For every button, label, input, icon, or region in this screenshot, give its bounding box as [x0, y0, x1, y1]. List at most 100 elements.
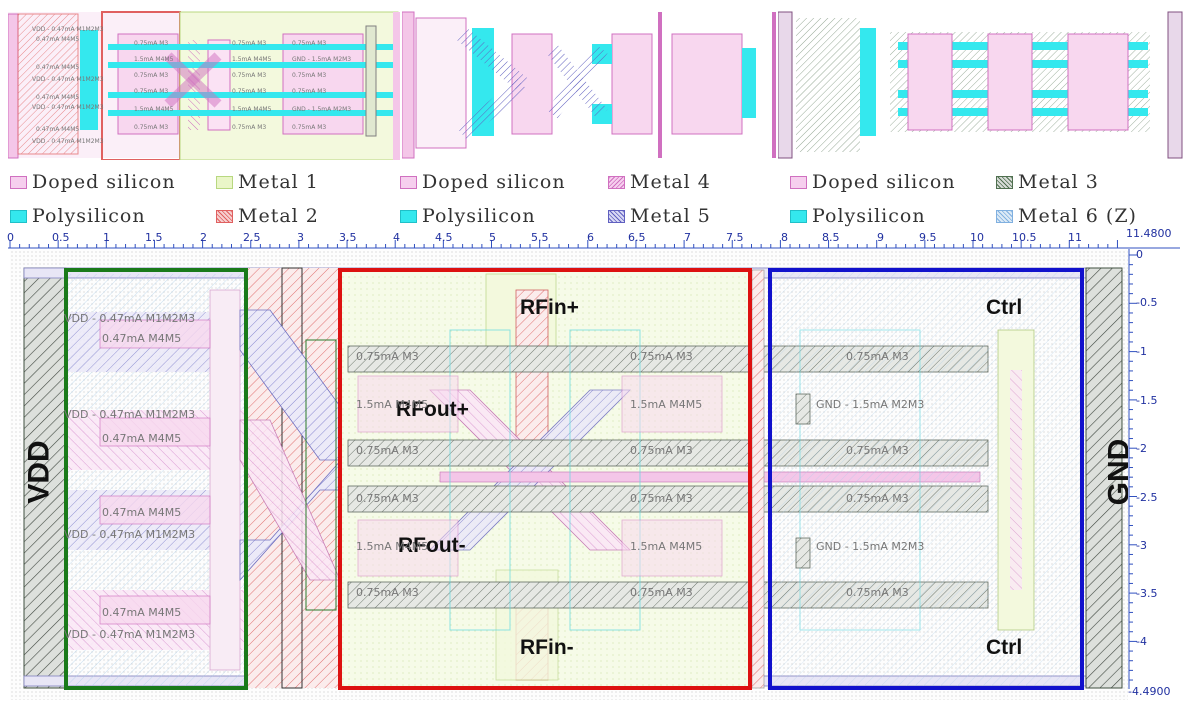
vdd-bias-label: VDD - 0.47mA M1M2M3 [64, 312, 196, 325]
ruler-tick: 5.5 [531, 231, 549, 244]
vdd-label: VDD [22, 440, 56, 504]
thumb1-m4m5-label: 0.47mA M4M5 [36, 64, 80, 71]
thumbnail-2-svg [402, 11, 776, 159]
legend-label: Doped silicon [422, 171, 566, 193]
thumb1-m4m5-label: 0.47mA M4M5 [36, 94, 80, 101]
legend-label: Polysilicon [812, 205, 926, 227]
row-label: 0.75mA M3 [630, 586, 693, 599]
thumb1-right-label: GND - 1.5mA M2M3 [292, 106, 352, 113]
row-label: 0.75mA M3 [630, 444, 693, 457]
gnd-label: GND [1102, 438, 1128, 506]
rfout-plus-label: RFout+ [396, 398, 469, 421]
ctrl-region-box [768, 268, 1084, 690]
row-label: 1.5mA M4M5 [356, 398, 429, 411]
row-label: 1.5mA M4M5 [356, 540, 429, 553]
doped-silicon-swatch [10, 175, 27, 189]
thumb1-right-label: 0.75mA M3 [292, 124, 327, 131]
ruler-tick: 4 [393, 231, 400, 244]
ruler-tick: 6.5 [628, 231, 646, 244]
thumb1-right-label: GND - 1.5mA M2M3 [292, 56, 352, 63]
metal-4-swatch [608, 175, 625, 189]
legend-item-polysilicon: Polysilicon [400, 205, 536, 227]
layer-legend: Doped silicon Polysilicon Metal 1 Metal … [0, 166, 1184, 228]
row-label: 0.75mA M3 [356, 492, 419, 505]
layout-canvas[interactable]: VDD GND RFin+ RFin- RFout+ RFout- Ctrl C… [10, 250, 1128, 700]
ruler-tick: -2.5 [1136, 491, 1158, 504]
row-label: 1.5mA M4M5 [630, 398, 703, 411]
metal-3-swatch [996, 175, 1013, 189]
ruler-tick: -2 [1136, 442, 1147, 455]
row-label: 0.75mA M3 [846, 350, 909, 363]
legend-item-metal-4: Metal 4 [608, 171, 711, 193]
row-label: 0.75mA M3 [846, 444, 909, 457]
thumb1-mid2-label: 1.5mA M4M5 [232, 56, 272, 63]
ruler-tick: 10 [970, 231, 984, 244]
ruler-tick: 3.5 [339, 231, 357, 244]
ctrl-bottom-label: Ctrl [986, 636, 1023, 659]
layout-drawing [10, 250, 1128, 700]
legend-label: Metal 5 [630, 205, 711, 227]
thumb1-right-label: 0.75mA M3 [292, 72, 327, 79]
legend-item-metal-1: Metal 1 [216, 171, 319, 193]
legend-label: Polysilicon [422, 205, 536, 227]
m4m5-bias-label: 0.47mA M4M5 [102, 432, 182, 445]
legend-label: Metal 4 [630, 171, 711, 193]
ruler-tick: 1 [103, 231, 110, 244]
thumb1-mid-label: 1.5mA M4M5 [134, 106, 174, 113]
ctrl-top-label: Ctrl [986, 296, 1023, 319]
legend-item-doped-silicon: Doped silicon [10, 171, 176, 193]
ruler-tick: -1 [1136, 345, 1147, 358]
thumbnail-1-svg [8, 11, 400, 160]
ruler-tick: 10.5 [1012, 231, 1037, 244]
m4m5-bias-label: 0.47mA M4M5 [102, 506, 182, 519]
legend-item-doped-silicon: Doped silicon [400, 171, 566, 193]
thumbnail-layout-3[interactable] [778, 4, 1184, 160]
ruler-end: 11.4800 [1126, 227, 1172, 240]
thumb1-mid-label: 0.75mA M3 [134, 124, 169, 131]
doped-silicon-swatch [790, 175, 807, 189]
thumbnail-layout-1[interactable]: VDD - 0.47mA M1M2M3 0.47mA M4M5 0.47mA M… [8, 4, 400, 160]
legend-item-doped-silicon: Doped silicon [790, 171, 956, 193]
doped-silicon-swatch [400, 175, 417, 189]
ruler-end: -4.4900 [1128, 685, 1171, 698]
vertical-ruler-ticks [1128, 249, 1137, 689]
thumb1-mid-label: 0.75mA M3 [134, 72, 169, 79]
thumb1-m4m5-label: 0.47mA M4M5 [36, 126, 80, 133]
polysilicon-swatch [10, 209, 27, 223]
legend-label: Metal 2 [238, 205, 319, 227]
thumb1-right-label: 0.75mA M3 [292, 40, 327, 47]
legend-item-metal-2: Metal 2 [216, 205, 319, 227]
polysilicon-swatch [400, 209, 417, 223]
metal-2-swatch [216, 209, 233, 223]
thumb1-m4m5-label: 0.47mA M4M5 [36, 36, 80, 43]
legend-label: Metal 1 [238, 171, 319, 193]
thumb1-mid2-label: 0.75mA M3 [232, 124, 267, 131]
ruler-tick: -3 [1136, 539, 1147, 552]
thumb1-mid-label: 1.5mA M4M5 [134, 56, 174, 63]
horizontal-ruler-ticks [8, 240, 1180, 249]
ruler-tick: 8 [781, 231, 788, 244]
thumb1-mid2-label: 0.75mA M3 [232, 72, 267, 79]
legend-label: Metal 3 [1018, 171, 1099, 193]
metal-5-swatch [608, 209, 625, 223]
rfout-minus-label: RFout- [398, 534, 466, 557]
legend-label: Doped silicon [32, 171, 176, 193]
ruler-tick: 5 [489, 231, 496, 244]
m4m5-bias-label: 0.47mA M4M5 [102, 606, 182, 619]
legend-label: Polysilicon [32, 205, 146, 227]
thumb1-vdd-label: VDD - 0.47mA M1M2M3 [32, 76, 104, 83]
metal-1-swatch [216, 175, 233, 189]
vdd-bias-label: VDD - 0.47mA M1M2M3 [64, 628, 196, 641]
thumbnail-layout-2[interactable] [402, 4, 778, 160]
m4m5-bias-label: 0.47mA M4M5 [102, 332, 182, 345]
row-label: 0.75mA M3 [846, 492, 909, 505]
row-label: 0.75mA M3 [846, 586, 909, 599]
horizontal-ruler: 0 0.5 1 1.5 2 2.5 3 3.5 4 4.5 5 5.5 6 6.… [0, 227, 1184, 249]
ruler-tick: 0.5 [52, 231, 70, 244]
ruler-tick: -1.5 [1136, 394, 1158, 407]
ruler-tick: 4.5 [435, 231, 453, 244]
ruler-tick: 2 [200, 231, 207, 244]
polysilicon-swatch [790, 209, 807, 223]
legend-item-polysilicon: Polysilicon [10, 205, 146, 227]
metal-6-swatch [996, 209, 1013, 223]
